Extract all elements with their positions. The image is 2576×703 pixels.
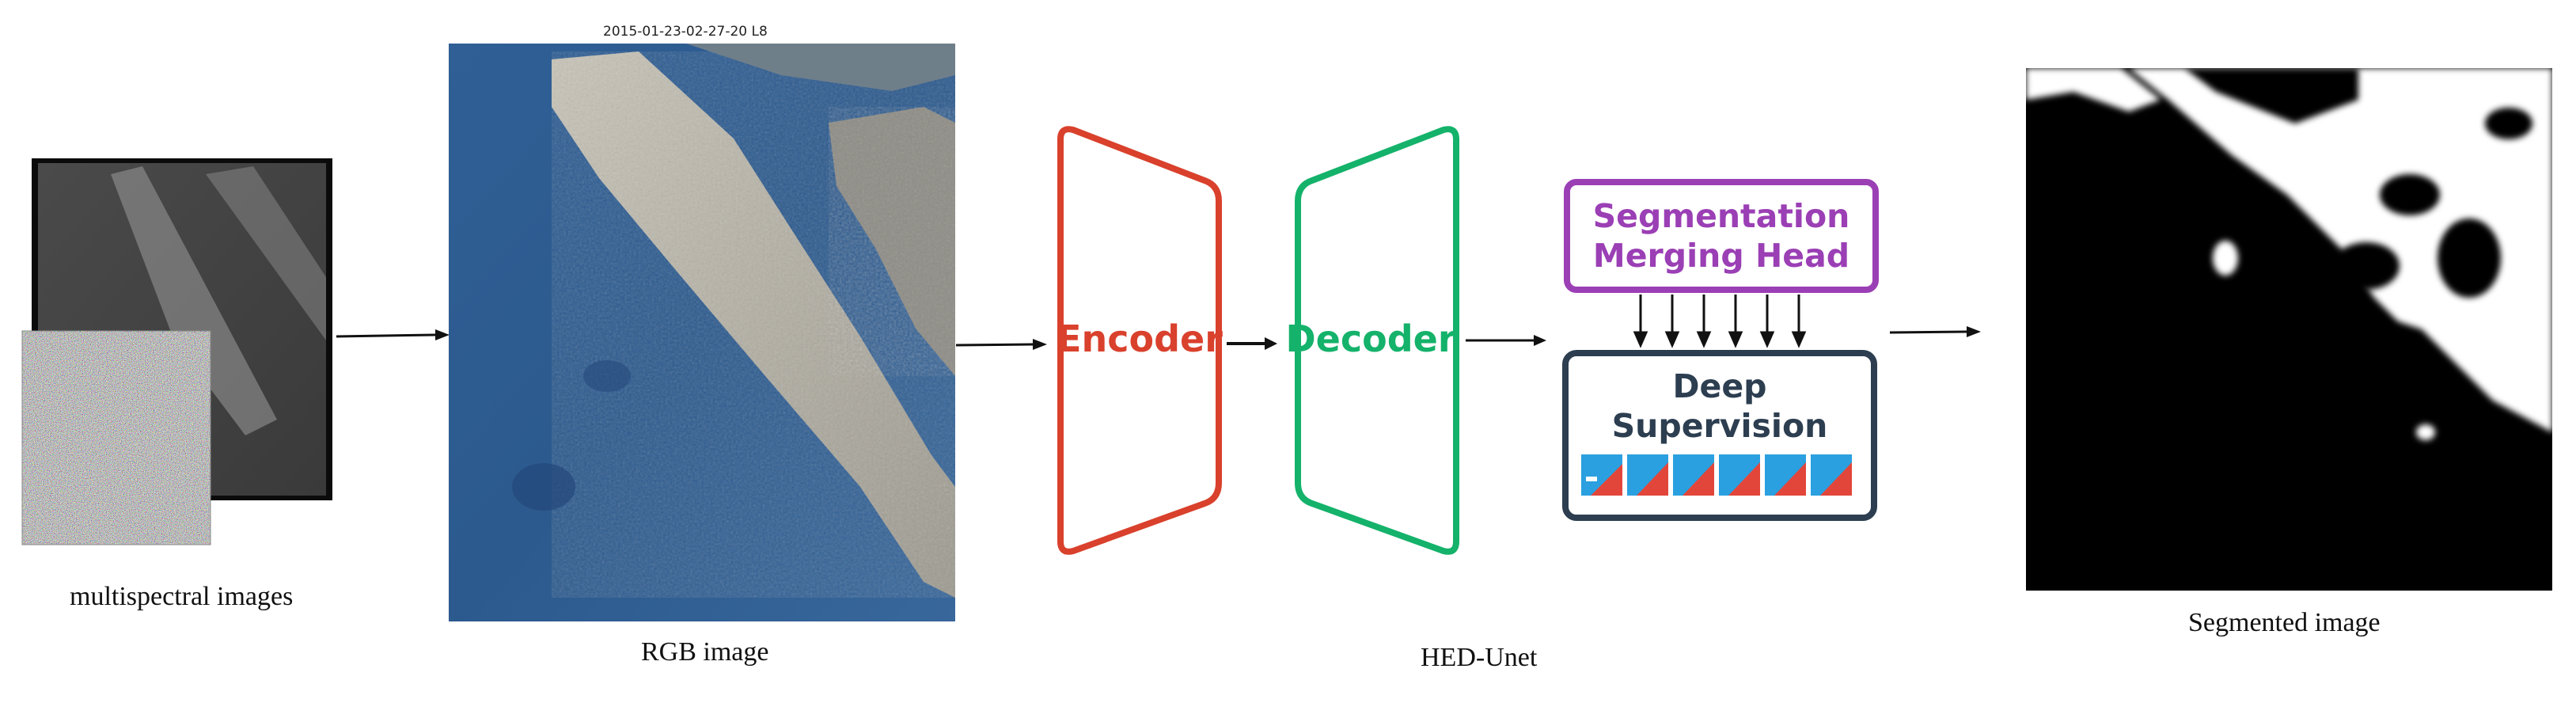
segmentation-merging-head-block bbox=[1564, 179, 1879, 293]
peninsula-texture bbox=[552, 51, 955, 598]
thumbnail-5 bbox=[1765, 454, 1806, 496]
seg-head-line1: Segmentation bbox=[1593, 197, 1850, 235]
seg-head-line2: Merging Head bbox=[1593, 237, 1849, 275]
dark-water-patch bbox=[512, 463, 575, 511]
rgb-satellite-image bbox=[449, 44, 955, 621]
thumbnail-2 bbox=[1627, 454, 1668, 496]
caption-rgb: RGB image bbox=[641, 637, 769, 667]
rgb-timestamp: 2015-01-23-02-27-20 L8 bbox=[603, 24, 768, 40]
grey-coastline bbox=[111, 166, 277, 435]
northeast-land-texture bbox=[829, 107, 955, 376]
dark-water-patch bbox=[583, 360, 631, 392]
merge-arrows bbox=[1633, 294, 1807, 348]
arrow-rgb-to-encoder bbox=[955, 339, 1047, 350]
segmented-water-pockets bbox=[2184, 68, 2532, 298]
multispectral-image-illustration bbox=[21, 158, 332, 545]
caption-multispectral: multispectral images bbox=[70, 582, 294, 611]
thumbnail-6 bbox=[1811, 454, 1852, 496]
encoder-label: Encoder bbox=[1057, 317, 1223, 360]
decoder-label: Decoder bbox=[1285, 317, 1455, 360]
arrow-multispectral-to-rgb bbox=[336, 329, 450, 340]
arrow-decoder-to-heads-head bbox=[1534, 335, 1546, 346]
multispectral-stack bbox=[16, 158, 340, 546]
deep-sup-line1: Deep bbox=[1673, 367, 1767, 405]
decoder-block bbox=[1295, 126, 1459, 555]
deep-sup-line2: Supervision bbox=[1612, 407, 1828, 445]
grey-land bbox=[206, 166, 326, 340]
caption-segmented: Segmented image bbox=[2188, 608, 2381, 637]
caption-hed-unet: HED-Unet bbox=[1421, 643, 1538, 672]
segmented-image bbox=[2026, 68, 2552, 591]
thumbnail-1 bbox=[1581, 454, 1622, 496]
segmented-land-mask bbox=[2026, 68, 2552, 440]
hed-unet-diagram: Encoder Decoder Segmentation Merging Hea… bbox=[1057, 126, 1879, 555]
arrow-encoder-to-decoder-head bbox=[1265, 337, 1277, 350]
noise-band-image bbox=[22, 331, 211, 545]
encoder-block bbox=[1057, 126, 1222, 555]
deep-supervision-thumbnails bbox=[1581, 454, 1852, 496]
top-land bbox=[686, 44, 955, 91]
thumbnail-4 bbox=[1719, 454, 1760, 496]
thumbnail-3 bbox=[1673, 454, 1714, 496]
arrow-heads-to-output bbox=[1889, 326, 1981, 337]
noise-band-frame bbox=[21, 330, 211, 545]
